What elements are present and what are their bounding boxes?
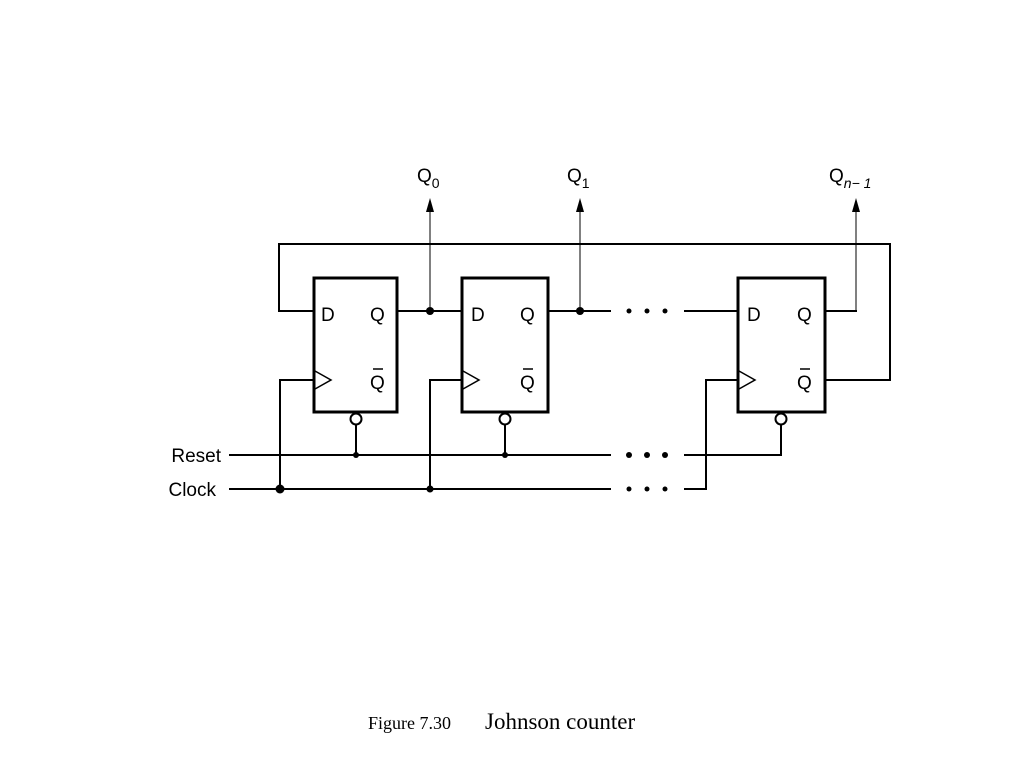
junction-dot-reset-ff0 <box>353 452 359 458</box>
output-tap-q1 <box>576 198 584 311</box>
output-label-q1: Q1 <box>567 166 590 191</box>
clock-label: Clock <box>168 480 216 501</box>
ellipsis-clock-row <box>626 486 668 492</box>
reset-wire-last <box>684 424 782 456</box>
reset-bubble-icon <box>498 412 512 426</box>
output-tap-qn-1 <box>852 198 860 311</box>
ff0-d-label: D <box>321 305 335 326</box>
ffn-q-label: Q <box>797 305 812 326</box>
ff0-qbar-label: Q <box>370 373 385 394</box>
feedback-wire <box>278 243 891 381</box>
flip-flop-1: D Q Q <box>460 276 550 426</box>
ellipsis-reset-row <box>626 452 668 458</box>
reset-bubble-icon <box>774 412 788 426</box>
figure-caption-title: Johnson counter <box>485 709 635 734</box>
clock-triangle-icon <box>314 370 333 390</box>
output-label-q0: Q0 <box>417 166 440 191</box>
reset-label: Reset <box>171 446 221 467</box>
figure-caption-label: Figure 7.30 <box>368 713 451 733</box>
ellipsis-data-row <box>626 308 668 314</box>
output-tap-q0 <box>426 198 434 311</box>
ff1-q-label: Q <box>520 305 535 326</box>
clock-branch-ffn-1 <box>684 379 739 490</box>
flip-flop-0: D Q Q <box>312 276 399 426</box>
ff0-q-label: Q <box>370 305 385 326</box>
clock-triangle-icon <box>738 370 757 390</box>
clock-triangle-icon <box>462 370 481 390</box>
junction-dot-reset-ff1 <box>502 452 508 458</box>
ffn-qbar-label: Q <box>797 373 812 394</box>
reset-bubble-icon <box>349 412 363 426</box>
output-label-qn-1: Qn− 1 <box>829 166 871 191</box>
junction-dot-q1 <box>576 307 584 315</box>
clock-branch-ff1 <box>429 379 463 490</box>
junction-dot-clock-ff1 <box>426 485 434 493</box>
junction-dot-q0 <box>426 307 434 315</box>
junction-dot-clock-ff0 <box>275 484 285 494</box>
ffn-d-label: D <box>747 305 761 326</box>
ff1-qbar-label: Q <box>520 373 535 394</box>
ff1-d-label: D <box>471 305 485 326</box>
clock-branch-ff0 <box>279 379 315 490</box>
flip-flop-n-1: D Q Q <box>736 276 827 426</box>
